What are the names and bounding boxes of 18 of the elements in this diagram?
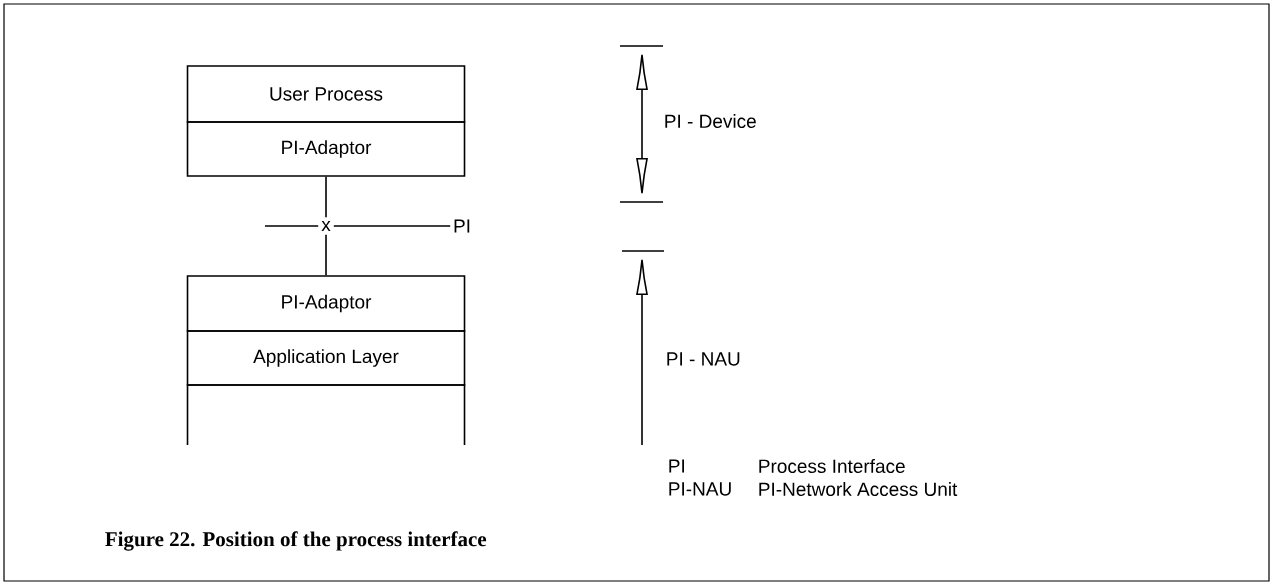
legend-term: PI-NAU: [669, 482, 731, 496]
connector-line: [325, 176, 327, 218]
legend-definition: PI-Network Access Unit: [759, 482, 958, 496]
layer-box: PI-Adaptor: [186, 275, 466, 332]
layer-box: Application Layer: [186, 330, 466, 386]
connector-line: [325, 234, 327, 276]
legend-definition: Process Interface: [759, 459, 905, 473]
layer-box: User Process: [186, 65, 466, 123]
connector-line: [333, 225, 452, 227]
figure-caption: Figure 22. Position of the process interface: [105, 531, 487, 551]
interface-label: PI: [454, 219, 470, 233]
open-layer-box: [186, 384, 466, 446]
dimension-label: PI - NAU: [667, 352, 740, 366]
layer-box: PI-Adaptor: [186, 121, 466, 177]
interface-label: x: [321, 221, 331, 232]
connector-line: [264, 225, 319, 227]
legend-term: PI: [669, 459, 684, 473]
dimension-label: PI - Device: [665, 114, 756, 128]
